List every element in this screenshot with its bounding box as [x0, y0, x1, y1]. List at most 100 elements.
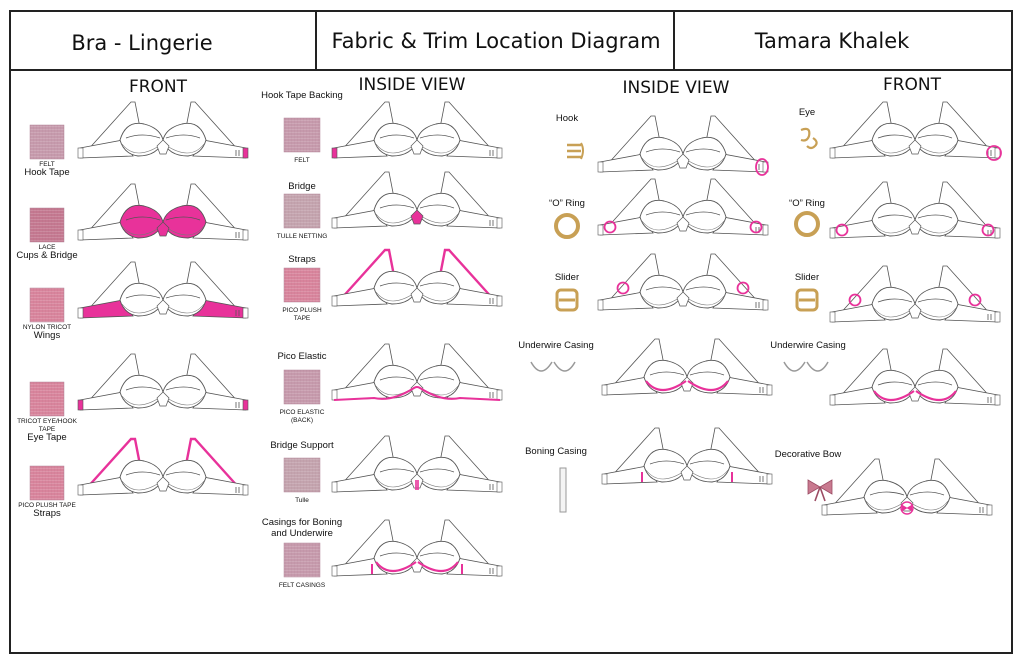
cup-right: [686, 448, 731, 483]
strap-right: [184, 353, 241, 405]
strap-right: [184, 261, 241, 313]
hook-tape-end: [496, 565, 503, 577]
bridge: [156, 221, 170, 237]
col4-bra-0: [829, 101, 1002, 161]
strap-left: [339, 248, 397, 301]
strap-left: [85, 437, 143, 490]
oring-callout-left: [603, 220, 617, 234]
col3-row-2: Slider: [555, 272, 579, 312]
underwire-casing-right: [417, 561, 459, 573]
underwire-casing-left: [645, 380, 687, 392]
bridge: [676, 216, 690, 232]
col1-label-0: Hook Tape: [24, 167, 69, 178]
cup-right: [914, 369, 959, 404]
underwire-casing-right: [687, 380, 729, 392]
cup-left: [373, 192, 418, 227]
bridge: [908, 139, 922, 155]
col4-row-2: Slider: [795, 272, 819, 312]
eye-tape-end: [77, 229, 84, 241]
col2-swatch-1: [283, 193, 321, 229]
bridge: [680, 376, 694, 392]
strap-left: [837, 181, 894, 233]
cup-right: [416, 270, 461, 305]
bow-mark: [901, 504, 913, 512]
oring-callout-right: [981, 223, 995, 237]
cup-left: [871, 202, 916, 237]
eye-tape-end: [829, 311, 836, 323]
cup-left: [119, 204, 164, 239]
hook-tape-end: [762, 299, 769, 311]
underwire-icon: [783, 361, 829, 372]
col3-bra-0: [597, 115, 769, 176]
col3-label-1: “O” Ring: [549, 198, 585, 209]
eye-tape-end: [829, 147, 836, 159]
cup-left: [643, 448, 688, 483]
col2-caption-0: FELT: [294, 157, 309, 164]
hook-tape-end: [994, 311, 1001, 323]
col4-label-3: Underwire Casing: [770, 340, 846, 351]
cup-left: [373, 456, 418, 491]
col1-swatch-3: [29, 381, 65, 417]
bridge: [908, 303, 922, 319]
col4-bra-2: [829, 265, 1001, 323]
slider-callout-left: [616, 281, 630, 295]
eye-tape-end: [821, 504, 828, 516]
col2-bra-5: [331, 519, 503, 577]
cup-right: [162, 122, 207, 157]
cup-left: [643, 359, 688, 394]
cup-left: [639, 136, 684, 171]
col4-bra-3: [829, 348, 1001, 406]
bridge: [908, 386, 922, 402]
cup-left: [119, 374, 164, 409]
bow-callout: [900, 501, 914, 515]
bridge: [676, 153, 690, 169]
strap-left: [837, 265, 894, 317]
cup-left: [871, 369, 916, 404]
hook-tape-end: [762, 224, 769, 236]
col1-title: FRONT: [129, 77, 188, 97]
strap-left: [605, 178, 662, 230]
eye-tape-end: [597, 299, 604, 311]
pico-elastic: [333, 386, 501, 401]
col3-title: INSIDE VIEW: [623, 78, 730, 98]
eye-tape-end: [829, 227, 836, 239]
cup-left: [119, 122, 164, 157]
col4-row-3: Underwire Casing: [770, 340, 846, 372]
cup-left: [639, 199, 684, 234]
col2-caption-1: TULLE NETTING: [277, 233, 328, 240]
col1-caption-4: PICO PLUSH TAPE: [18, 502, 76, 509]
col1-bra-3: [77, 353, 249, 411]
col3-row-4: Boning Casing: [525, 446, 587, 513]
cup-left: [373, 540, 418, 575]
cup-right: [914, 202, 959, 237]
bridge: [156, 299, 170, 315]
bridge: [410, 381, 424, 397]
cup-right: [914, 286, 959, 321]
cup-left: [373, 122, 418, 157]
col3-bra-3: [601, 338, 773, 396]
strap-right: [936, 265, 993, 317]
cup-right: [682, 199, 727, 234]
col3-label-4: Boning Casing: [525, 446, 587, 457]
col2-swatch-0: [283, 117, 321, 153]
col1-label-3: Eye Tape: [27, 432, 66, 443]
strap-left: [605, 115, 662, 167]
sheet-border: [9, 10, 1013, 654]
eye-tape-end: [331, 389, 338, 401]
cup-right: [162, 282, 207, 317]
bridge: [156, 139, 170, 155]
hook-tape-end: [994, 394, 1001, 406]
underwire-icon: [530, 361, 576, 372]
col2-bra-0: [331, 101, 503, 159]
col4-label-4: Decorative Bow: [775, 449, 842, 460]
hook-tape-end: [496, 389, 503, 401]
col4-row-4: Decorative Bow: [775, 449, 842, 502]
